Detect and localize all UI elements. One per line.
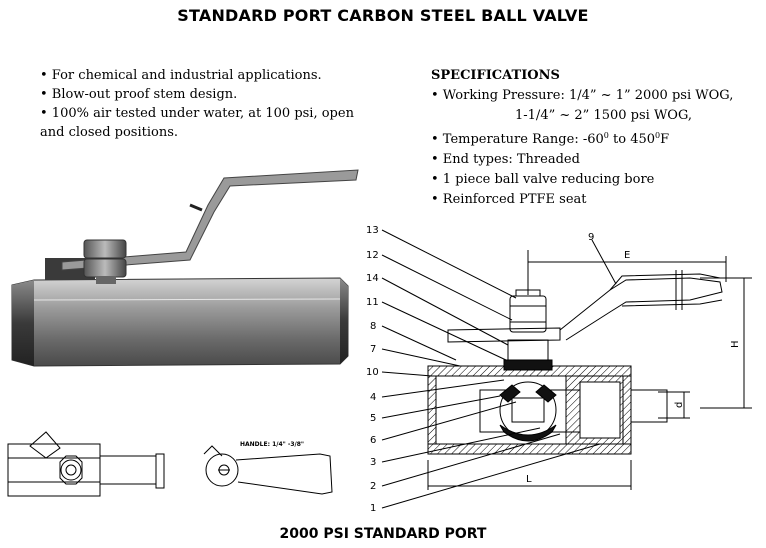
spec-end-types: • End types: Threaded (431, 152, 580, 167)
dimension-l: L (526, 474, 532, 485)
callout-5: 5 (370, 413, 376, 424)
spec-bore: • 1 piece ball valve reducing bore (431, 172, 655, 187)
callout-14: 14 (366, 273, 379, 284)
spec-seat: • Reinforced PTFE seat (431, 192, 587, 207)
specifications-block: SPECIFICATIONS • Working Pressure: 1/4” … (431, 66, 761, 210)
callout-3: 3 (370, 457, 376, 468)
callout-6: 6 (370, 435, 376, 446)
footer-caption: 2000 PSI STANDARD PORT (279, 526, 487, 542)
handle-label: HANDLE: 1/4" -3/8" (240, 441, 304, 448)
dimension-h: H (730, 340, 741, 348)
spec-pressure-cont: 1-1/4” ~ 2” 1500 psi WOG, (515, 108, 693, 123)
callout-2: 2 (370, 481, 376, 492)
feature-item: • For chemical and industrial applicatio… (40, 68, 322, 83)
dimension-e: E (624, 250, 630, 261)
feature-item: • Blow-out proof stem design. (40, 87, 238, 102)
callout-13: 13 (366, 225, 379, 236)
callout-1: 1 (370, 503, 376, 514)
document-title: STANDARD PORT CARBON STEEL BALL VALVE (177, 6, 589, 25)
callout-8: 8 (370, 321, 376, 332)
features-list: • For chemical and industrial applicatio… (40, 66, 370, 142)
callout-7: 7 (370, 344, 376, 355)
callout-11: 11 (366, 297, 379, 308)
callout-10: 10 (366, 367, 379, 378)
spec-temperature: • Temperature Range: -600 to 4500F (431, 131, 670, 147)
callout-4: 4 (370, 392, 376, 403)
callout-12: 12 (366, 250, 379, 261)
callout-9: 9 (588, 232, 594, 243)
spec-pressure: • Working Pressure: 1/4” ~ 1” 2000 psi W… (431, 88, 734, 103)
dimension-d: d (674, 402, 685, 408)
feature-item: • 100% air tested under water, at 100 ps… (40, 106, 354, 140)
specifications-heading: SPECIFICATIONS (431, 68, 560, 83)
